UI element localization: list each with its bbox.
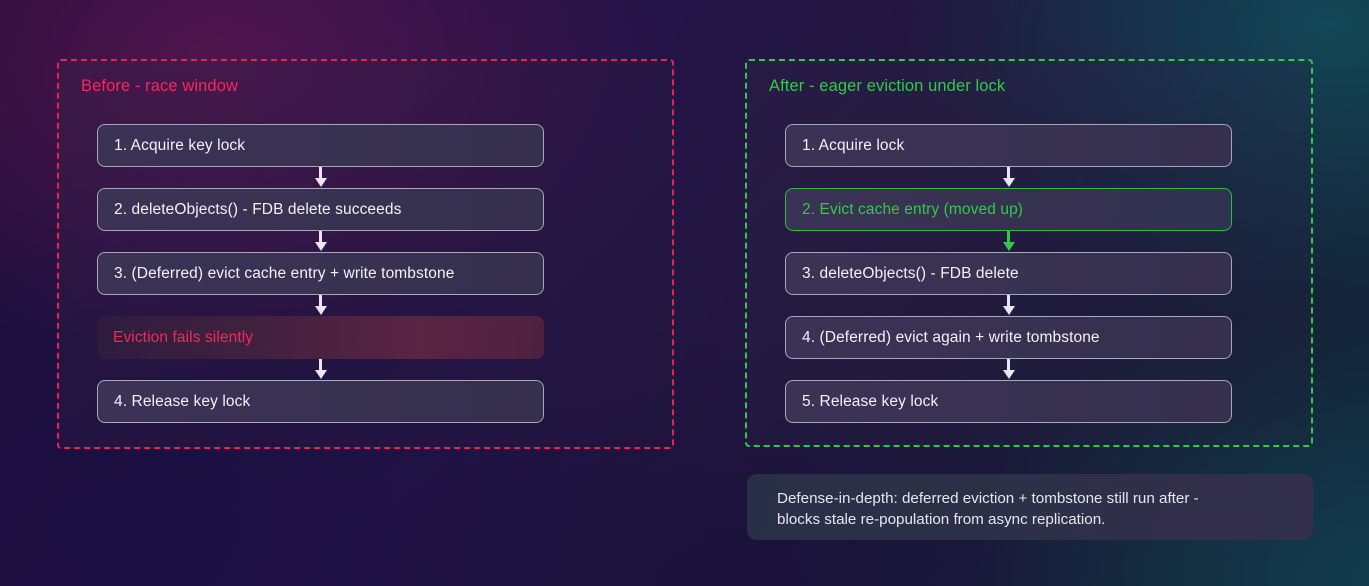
panel-before-title: Before - race window: [81, 77, 238, 95]
arrow-shaft: [319, 231, 322, 244]
arrow-down-icon: [97, 231, 544, 252]
arrow-down-green-icon: [785, 231, 1232, 252]
arrow-down-icon: [97, 167, 544, 188]
arrow-shaft: [319, 167, 322, 180]
step-after-3: 3. deleteObjects() - FDB delete: [785, 252, 1232, 295]
arrow-shaft: [1007, 231, 1010, 244]
step-before-3: 3. (Deferred) evict cache entry + write …: [97, 252, 544, 295]
arrow-shaft: [1007, 359, 1010, 372]
arrow-head: [314, 178, 327, 187]
note-line-1: Defense-in-depth: deferred eviction + to…: [777, 490, 1199, 507]
arrow-head: [1002, 242, 1015, 251]
arrow-shaft: [319, 295, 322, 308]
step-before-1: 1. Acquire key lock: [97, 124, 544, 167]
arrow-down-icon: [785, 295, 1232, 316]
arrow-down-icon: [785, 167, 1232, 188]
step-before-2: 2. deleteObjects() - FDB delete succeeds: [97, 188, 544, 231]
arrow-shaft: [1007, 167, 1010, 180]
arrow-head: [1002, 178, 1015, 187]
arrow-head: [314, 242, 327, 251]
arrow-shaft: [319, 359, 322, 372]
arrow-head: [314, 306, 327, 315]
step-after-2-highlighted: 2. Evict cache entry (moved up): [785, 188, 1232, 231]
panel-after-eager-eviction: After - eager eviction under lock 1. Acq…: [745, 59, 1313, 447]
arrow-head: [314, 370, 327, 379]
panel-before-race-window: Before - race window 1. Acquire key lock…: [57, 59, 674, 449]
note-line-2: blocks stale re-population from async re…: [777, 511, 1106, 528]
step-before-failure-callout: Eviction fails silently: [97, 316, 544, 359]
step-after-5: 5. Release key lock: [785, 380, 1232, 423]
flow-after: 1. Acquire lock 2. Evict cache entry (mo…: [785, 124, 1232, 423]
arrow-head: [1002, 370, 1015, 379]
step-after-4: 4. (Deferred) evict again + write tombst…: [785, 316, 1232, 359]
panel-after-title: After - eager eviction under lock: [769, 77, 1006, 95]
arrow-down-icon: [97, 359, 544, 380]
arrow-down-icon: [785, 359, 1232, 380]
step-before-4: 4. Release key lock: [97, 380, 544, 423]
flow-before: 1. Acquire key lock 2. deleteObjects() -…: [97, 124, 544, 423]
step-after-1: 1. Acquire lock: [785, 124, 1232, 167]
arrow-head: [1002, 306, 1015, 315]
arrow-shaft: [1007, 295, 1010, 308]
arrow-down-icon: [97, 295, 544, 316]
defense-in-depth-note: Defense-in-depth: deferred eviction + to…: [747, 474, 1313, 540]
